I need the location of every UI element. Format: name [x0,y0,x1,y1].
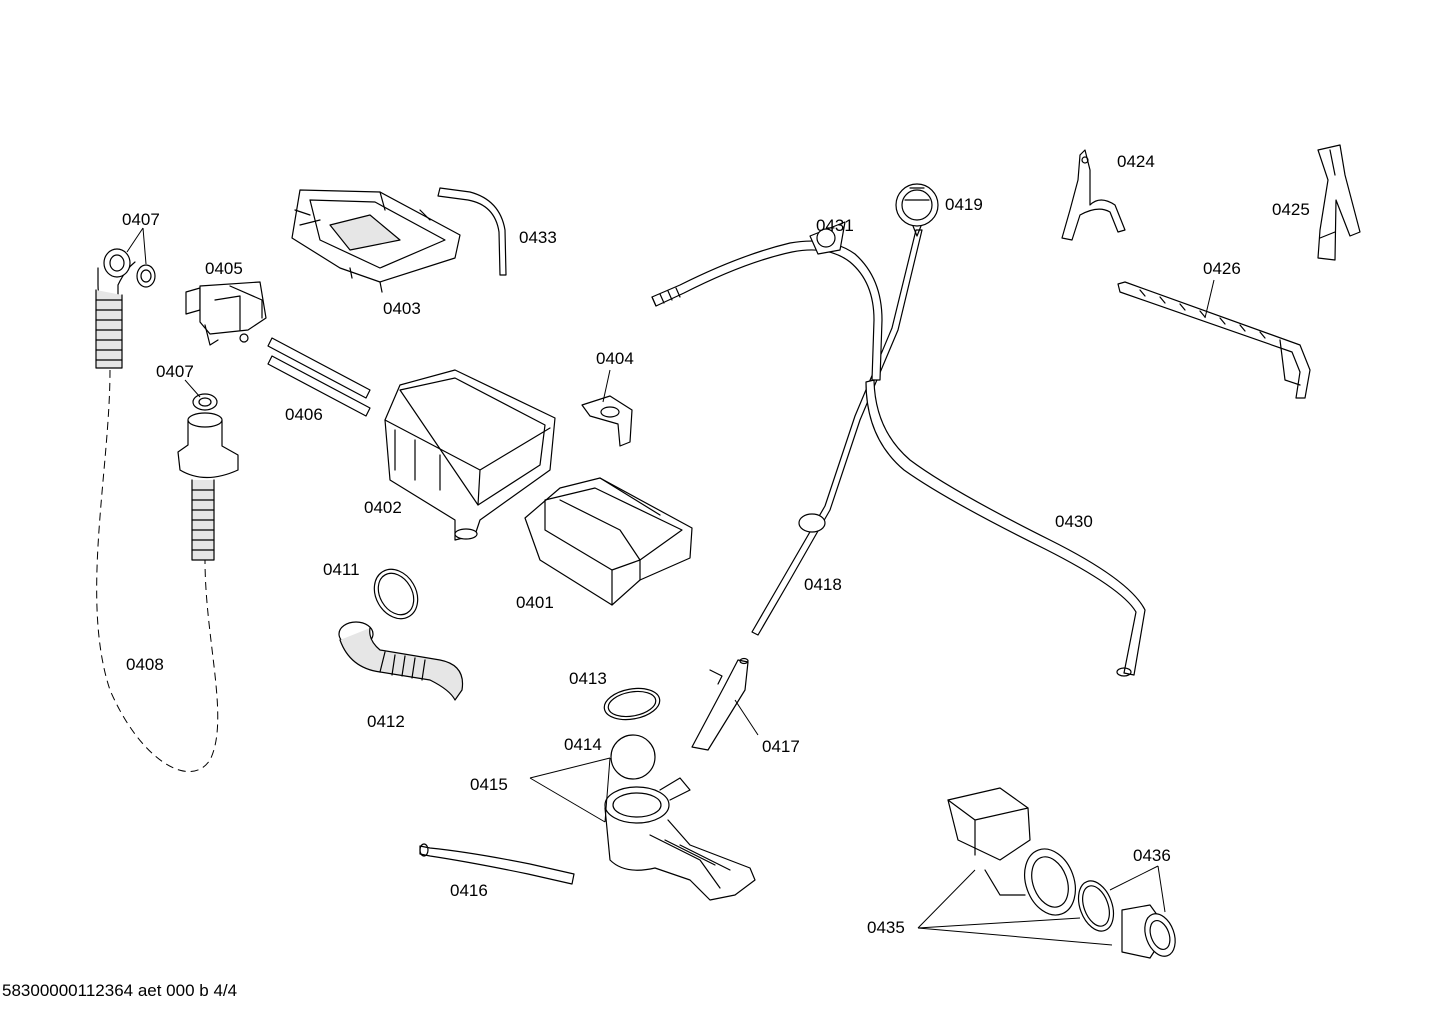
part-0406-tubes [267,337,371,417]
label-0411: 0411 [323,560,360,579]
part-0426-rail [1117,281,1311,399]
part-0405-inlet-valve [185,281,267,346]
part-0424-y-bracket [1061,149,1126,241]
label-0406: 0406 [285,405,323,424]
label-0431: 0431 [816,216,854,235]
label-0435: 0435 [867,918,905,937]
part-0414-ball [610,734,656,780]
label-0415: 0415 [470,775,508,794]
drawing-reference-footer: 58300000112364 aet 000 b 4/4 [2,981,238,1000]
label-0405: 0405 [205,259,243,278]
label-0426: 0426 [1203,259,1241,278]
part-0425-bracket [1317,144,1361,261]
part-0408-hose-dashed [96,369,219,772]
part-0419-pressure-switch [895,183,939,237]
part-0435-drain-pump [947,787,1076,916]
part-0412-bellows-hose [338,621,464,701]
label-0413: 0413 [569,669,607,688]
label-0417: 0417 [762,737,800,756]
part-0401-dispenser-drawer [524,477,693,606]
label-0412: 0412 [367,712,405,731]
label-0404: 0404 [596,349,634,368]
label-0407-upper: 0407 [122,210,160,229]
label-0419: 0419 [945,195,983,214]
part-0403-dispenser-lid [291,189,461,293]
part-0404-clip [581,395,633,447]
label-0436: 0436 [1133,846,1171,865]
label-0424: 0424 [1117,152,1155,171]
part-0411-ring [373,568,419,620]
label-0401: 0401 [516,593,554,612]
label-0433: 0433 [519,228,557,247]
part-0407-connector-lower [177,393,239,561]
label-0407-lower: 0407 [156,362,194,381]
leader-lines [126,227,1215,946]
part-0433-tube [437,187,507,276]
part-0417-air-chamber [691,657,749,751]
label-0430: 0430 [1055,512,1093,531]
label-0414: 0414 [564,735,602,754]
part-0402-dispenser-housing [384,369,556,541]
part-0415-sump [604,777,756,901]
part-0416-hose [419,843,575,885]
label-0402: 0402 [364,498,402,517]
part-0418-pressure-tube [751,229,923,636]
label-0408: 0408 [126,655,164,674]
part-labels: 0407 0405 0433 0403 0407 0404 0406 0402 … [122,152,1310,937]
part-0430-hose [865,379,1146,677]
part-0413-ring [603,687,661,721]
label-0418: 0418 [804,575,842,594]
part-0431-hose [651,221,883,381]
label-0425: 0425 [1272,200,1310,219]
part-0407-inlet-hose-upper [95,248,156,369]
part-0436-seal-filter [1077,880,1176,959]
label-0416: 0416 [450,881,488,900]
label-0403: 0403 [383,299,421,318]
